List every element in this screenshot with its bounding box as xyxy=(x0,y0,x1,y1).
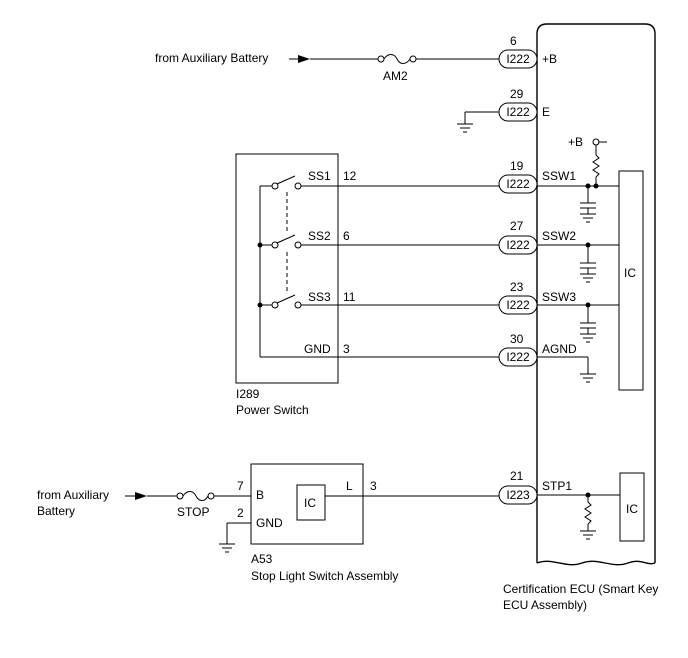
signal-label: SSW3 xyxy=(542,290,576,304)
pullup-terminal xyxy=(592,138,600,146)
connector-pin-number: 19 xyxy=(510,159,524,173)
ground-icon xyxy=(457,123,473,133)
terminal-name: SS3 xyxy=(308,290,331,304)
signal-label: SSW2 xyxy=(542,229,576,243)
ecu-ic-label: IC xyxy=(624,266,636,280)
ecu-ic2-label: IC xyxy=(626,502,638,516)
terminal-name: GND xyxy=(256,516,283,530)
stop-light-ic-label: IC xyxy=(304,496,316,510)
capacitor-icon xyxy=(580,322,596,329)
ground-icon xyxy=(580,273,596,283)
connector-code: I222 xyxy=(506,350,530,364)
ecu-body xyxy=(536,23,656,566)
power-switch-name: Power Switch xyxy=(236,403,309,417)
connector-pin-number: 27 xyxy=(510,219,524,233)
switch-ss2: SS2 6 xyxy=(271,229,499,249)
ground-icon xyxy=(580,213,596,223)
connector-code: I222 xyxy=(506,238,530,252)
terminal-name: B xyxy=(256,488,264,502)
connector-pin-21: 21 I223 STP1 xyxy=(498,469,572,505)
capacitor-icon xyxy=(580,202,596,209)
fuse-label-am2: AM2 xyxy=(383,69,408,83)
connector-pin-number: 21 xyxy=(510,469,524,483)
source-label-top: from Auxiliary Battery xyxy=(155,51,268,65)
terminal-name: L xyxy=(346,479,353,493)
ground-icon xyxy=(219,543,235,553)
power-switch: SS1 12 SS2 6 SS3 11 GND 3 I289 Power Swi… xyxy=(235,153,499,417)
power-switch-code: I289 xyxy=(236,387,260,401)
connector-code: I222 xyxy=(506,52,530,66)
connector-code: I222 xyxy=(506,177,530,191)
source-label-bottom-line2: Battery xyxy=(37,504,75,518)
signal-label: AGND xyxy=(542,342,577,356)
connector-pin-19: 19 I222 SSW1 xyxy=(498,159,576,194)
ecu-ssw-inputs: IC +B xyxy=(537,135,644,391)
stop-light-switch-code: A53 xyxy=(251,552,273,566)
am2-circuit: from Auxiliary Battery AM2 xyxy=(155,51,499,83)
fuse-icon xyxy=(176,491,215,501)
e-ground-circuit xyxy=(457,111,499,133)
ecu-ic2-block xyxy=(619,472,645,542)
connector-code: I222 xyxy=(506,105,530,119)
capacitor-icon xyxy=(580,262,596,269)
pullup-label: +B xyxy=(568,135,583,149)
stop-light-switch-box xyxy=(250,463,364,545)
connector-code: I223 xyxy=(506,488,530,502)
terminal-pin: 6 xyxy=(343,229,350,243)
fuse-label-stop: STOP xyxy=(177,505,209,519)
resistor-icon xyxy=(592,154,600,178)
ground-icon xyxy=(580,333,596,343)
resistor-icon xyxy=(584,501,592,525)
switch-ss3: SS3 11 xyxy=(271,290,499,309)
stop-light-switch: IC 7 B 2 GND L 3 A53 Stop Light Switch A… xyxy=(219,463,499,583)
terminal-name: SS1 xyxy=(308,169,331,183)
signal-label: SSW1 xyxy=(542,169,576,183)
arrow-icon xyxy=(135,492,147,500)
arrow-icon xyxy=(298,55,310,63)
terminal-pin: 7 xyxy=(237,479,244,493)
ecu-name-line2: ECU Assembly) xyxy=(503,598,587,612)
connector-code: I222 xyxy=(506,298,530,312)
connector-pin-number: 30 xyxy=(510,332,524,346)
terminal-pin: 3 xyxy=(343,342,350,356)
connector-pin-number: 23 xyxy=(510,280,524,294)
ecu-ic-block xyxy=(618,170,644,391)
connector-pin-27: 27 I222 SSW2 xyxy=(498,219,576,255)
terminal-name: SS2 xyxy=(308,229,331,243)
power-switch-box xyxy=(235,153,339,384)
ground-icon xyxy=(580,530,596,540)
ecu-stp1-input: IC xyxy=(537,472,645,542)
fuse-icon xyxy=(377,54,417,64)
stop-light-circuit: from Auxiliary Battery STOP xyxy=(37,488,251,519)
connector-pin-number: 29 xyxy=(510,87,524,101)
ecu-name: Certification ECU (Smart Key ECU Assembl… xyxy=(503,582,658,612)
signal-label: STP1 xyxy=(542,479,572,493)
ecu-name-line1: Certification ECU (Smart Key xyxy=(503,582,658,596)
connector-pin-23: 23 I222 SSW3 xyxy=(498,280,576,315)
connector-shape xyxy=(498,174,538,194)
terminal-pin: 12 xyxy=(343,169,357,183)
stop-light-ic-block xyxy=(296,484,326,521)
ground-icon xyxy=(580,373,596,383)
source-label-bottom-line1: from Auxiliary xyxy=(37,488,109,502)
switch-ss1: SS1 12 xyxy=(271,169,499,190)
connector-pin-30: 30 I222 AGND xyxy=(498,332,577,367)
signal-label: E xyxy=(542,105,550,119)
stop-light-switch-name: Stop Light Switch Assembly xyxy=(251,569,398,583)
terminal-pin: 11 xyxy=(343,290,356,304)
signal-label: +B xyxy=(542,52,557,66)
terminal-name: GND xyxy=(304,342,331,356)
connector-pin-6: 6 I222 +B xyxy=(498,34,557,69)
connector-pin-number: 6 xyxy=(510,34,517,48)
terminal-pin: 2 xyxy=(237,506,244,520)
terminal-pin: 3 xyxy=(370,479,377,493)
connector-pin-29: 29 I222 E xyxy=(498,87,550,122)
